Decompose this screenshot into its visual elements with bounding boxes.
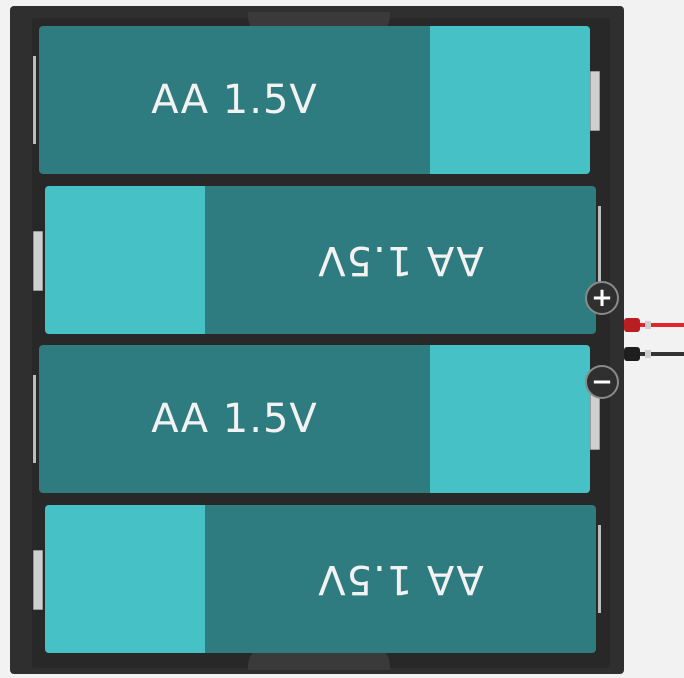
black-wire[interactable]: [626, 352, 684, 356]
battery-label: AA 1.5V: [317, 237, 484, 283]
positive-terminal-icon[interactable]: +: [585, 281, 619, 315]
battery-1[interactable]: AA 1.5V: [39, 26, 590, 174]
spring-contact: [33, 375, 36, 463]
positive-nub: [33, 550, 43, 610]
spring-contact: [598, 525, 601, 613]
wire-pin: [645, 321, 651, 329]
battery-4[interactable]: AA 1.5V: [45, 505, 596, 653]
battery-label: AA 1.5V: [151, 77, 318, 123]
battery-cap: [45, 505, 205, 653]
battery-label: AA 1.5V: [151, 396, 318, 442]
negative-terminal-icon[interactable]: −: [585, 365, 619, 399]
wire-pin: [645, 350, 651, 358]
battery-cap: [430, 345, 590, 493]
battery-2[interactable]: AA 1.5V: [45, 186, 596, 334]
black-wire-connector: [624, 347, 640, 361]
battery-3[interactable]: AA 1.5V: [39, 345, 590, 493]
positive-nub: [590, 71, 600, 131]
positive-nub: [590, 390, 600, 450]
red-wire-connector: [624, 318, 640, 332]
battery-cap: [430, 26, 590, 174]
battery-label: AA 1.5V: [317, 556, 484, 602]
red-wire[interactable]: [626, 323, 684, 327]
positive-nub: [33, 231, 43, 291]
spring-contact: [598, 206, 601, 294]
spring-contact: [33, 56, 36, 144]
battery-cap: [45, 186, 205, 334]
